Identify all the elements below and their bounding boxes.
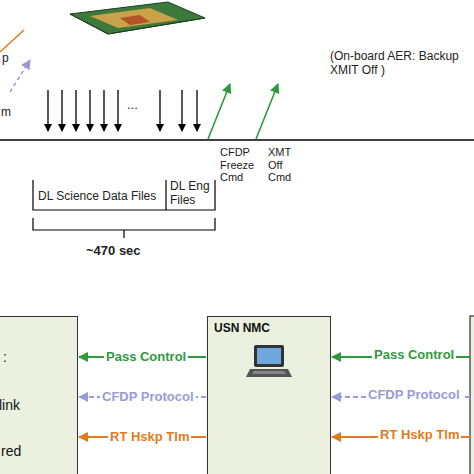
edge-label: RT Hskp Tlm (108, 430, 191, 445)
box-text: : (3, 349, 7, 365)
note-label: p (2, 52, 9, 66)
laptop-icon (246, 343, 292, 383)
note-label: ~470 sec (86, 244, 141, 259)
note-label: ... (127, 98, 138, 113)
note-label: DL Science Data Files (38, 190, 156, 204)
box-text: link (0, 397, 20, 413)
ground-box (470, 316, 474, 474)
note-label: CFDP Protocol (366, 388, 462, 403)
timeline (0, 139, 474, 141)
edge-label: CFDP Protocol (100, 390, 196, 405)
note-label: Pass Control (372, 348, 456, 363)
station-box: : link red (0, 316, 78, 474)
note-label: RT Hskp Tlm (378, 428, 461, 443)
note-label: CFDP Freeze Cmd (220, 146, 264, 184)
note-label: DL Eng Files (170, 180, 214, 208)
note-label: m (1, 106, 11, 120)
note-label: (On-board AER: Backup XMIT Off ) (330, 50, 472, 78)
downlink-arrows (48, 90, 197, 131)
box-text: red (1, 443, 21, 459)
signal-line (0, 30, 24, 52)
bracket (33, 180, 215, 238)
command-arrows (208, 84, 278, 139)
satellite (70, 2, 205, 34)
box-text: USN NMC (214, 322, 270, 336)
right-arrows (332, 357, 470, 437)
signal-line (10, 60, 30, 92)
station-box: USN NMC (207, 316, 331, 474)
edge-label: Pass Control (104, 350, 188, 365)
note-label: XMT Off Cmd (268, 146, 308, 184)
